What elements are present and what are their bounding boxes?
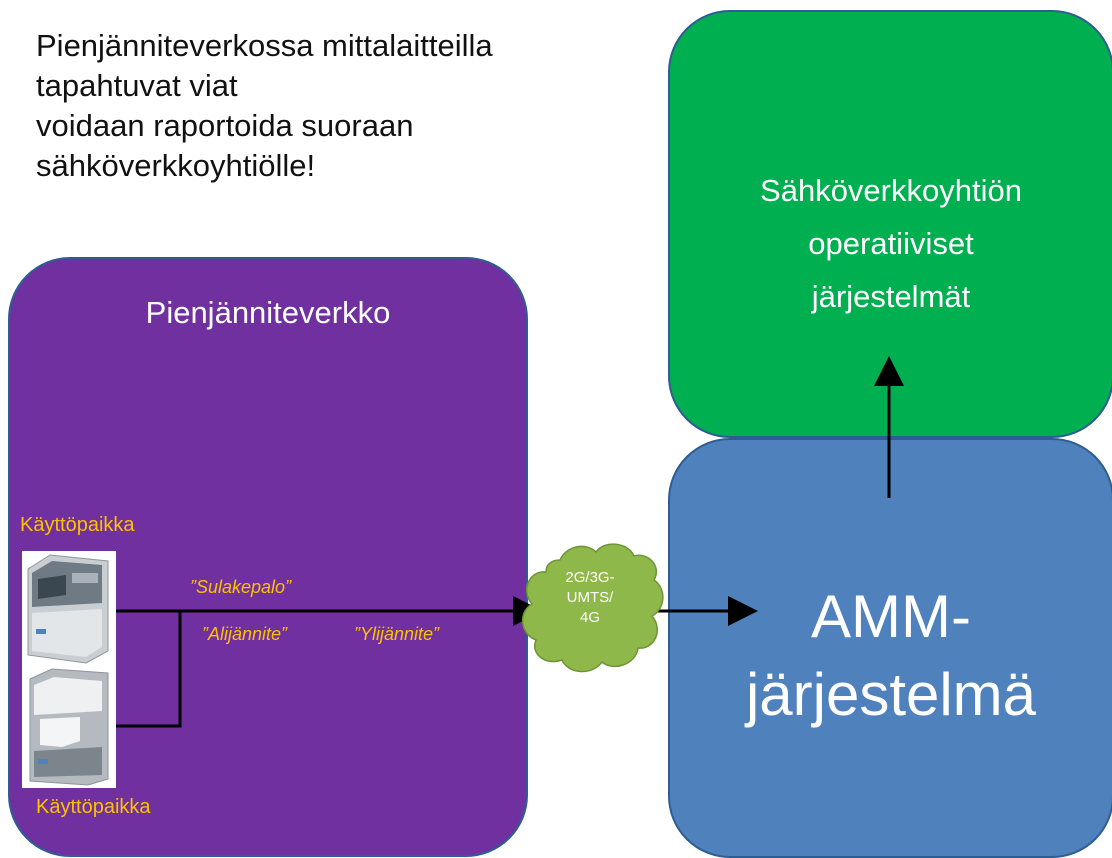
intro-line: voidaan raportoida suoraan [36,108,414,143]
operations-systems-title: Sähköverkkoyhtiön operatiiviset järjeste… [670,164,1112,323]
site-label-top: Käyttöpaikka [20,514,135,536]
electricity-meters [22,551,116,788]
fault-label-undervoltage: ”Alijännite” [202,624,288,644]
network-cloud-line: 2G/3G- [565,569,615,586]
network-cloud-line: UMTS/ [566,589,614,606]
meter-bottom [29,668,109,786]
intro-text: Pienjänniteverkossa mittalaitteilla tapa… [36,26,596,186]
site-label-bottom: Käyttöpaikka [36,796,151,818]
amm-system-box: AMM- järjestelmä [668,438,1112,858]
operations-systems-line: operatiiviset [808,226,974,261]
network-cloud-label: 2G/3G- UMTS/ 4G [542,568,638,628]
intro-line: sähköverkkoyhtiölle! [36,148,316,183]
amm-system-line: AMM- [811,583,971,650]
fault-label-fuse: ”Sulakepalo” [190,577,292,597]
operations-systems-line: Sähköverkkoyhtiön [760,173,1022,208]
intro-line: Pienjänniteverkossa mittalaitteilla [36,28,493,63]
amm-system-title: AMM- järjestelmä [670,578,1112,734]
meter-top [27,554,109,664]
electricity-meter-icon [27,554,109,786]
fault-label-overvoltage: ”Ylijännite” [354,624,440,644]
network-cloud-line: 4G [579,609,600,626]
amm-system-line: järjestelmä [745,661,1037,728]
bottom-meter-branch-line [116,611,182,728]
connection-lines [116,356,904,728]
network-cloud-shape [522,543,664,673]
low-voltage-network-title: Pienjänniteverkko [145,295,391,330]
operations-systems-line: järjestelmät [811,279,971,314]
intro-line: tapahtuvat viat [36,68,238,103]
